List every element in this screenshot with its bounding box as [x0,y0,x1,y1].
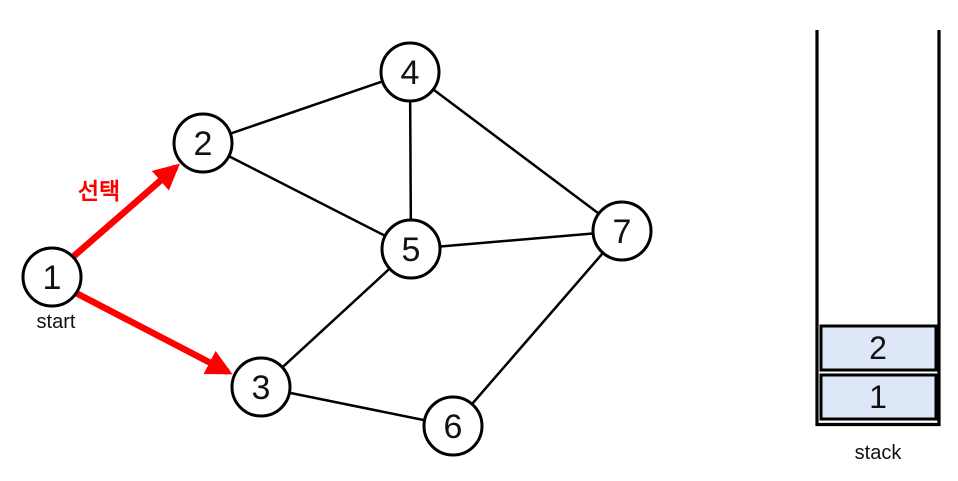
stack-item-bottom-box [819,373,938,421]
stack-item-bottom: 1 [819,373,938,421]
start-annotation-label: start [37,311,76,333]
graph-node-2: 2 [172,112,234,174]
stack-item-top-label: 2 [869,330,887,366]
select-annotation-label: 선택 [78,178,120,204]
red-arrow-1-to-3 [74,290,233,375]
graph-edge-3-5 [260,248,412,388]
graph-node-4-label: 4 [401,54,420,92]
graph-node-4: 4 [379,41,441,103]
graph-edge-6-7 [452,230,623,427]
stack-item-top: 2 [819,324,938,372]
red-traversal-arrows [71,163,233,375]
graph-node-6-circle [422,395,484,457]
graph-node-3: 3 [230,356,292,418]
stack-item-top-box [819,324,938,372]
graph-node-6: 6 [422,395,484,457]
graph-node-5: 5 [380,218,442,280]
stack-item-bottom-label: 1 [869,379,887,415]
graph-node-6-label: 6 [444,408,463,446]
graph-node-3-label: 3 [252,369,271,407]
graph-node-7: 7 [591,200,653,262]
red-arrow-1-to-2 [71,163,180,259]
graph-node-7-label: 7 [613,213,632,251]
graph-node-7-circle [591,200,653,262]
graph-edge-2-5 [202,141,412,251]
graph-edge-2-4 [202,70,411,145]
graph-node-2-label: 2 [194,125,213,163]
graph-node-1-label: 1 [43,259,62,297]
graph-node-5-label: 5 [402,231,421,269]
graph-edge-4-7 [409,71,623,232]
stack-title-label: stack [855,442,903,464]
stack-container: 2 1 stack [815,30,941,464]
graph-node-3-circle [230,356,292,418]
graph-node-1: 1 [21,246,83,308]
graph-edge-3-6 [260,385,454,428]
graph-node-2-circle [172,112,234,174]
graph-edge-5-7 [410,229,623,251]
graph-nodes: 1 2 3 4 5 6 7 [21,41,653,457]
graph-node-4-circle [379,41,441,103]
graph-node-5-circle [380,218,442,280]
graph-node-1-circle [21,246,83,308]
